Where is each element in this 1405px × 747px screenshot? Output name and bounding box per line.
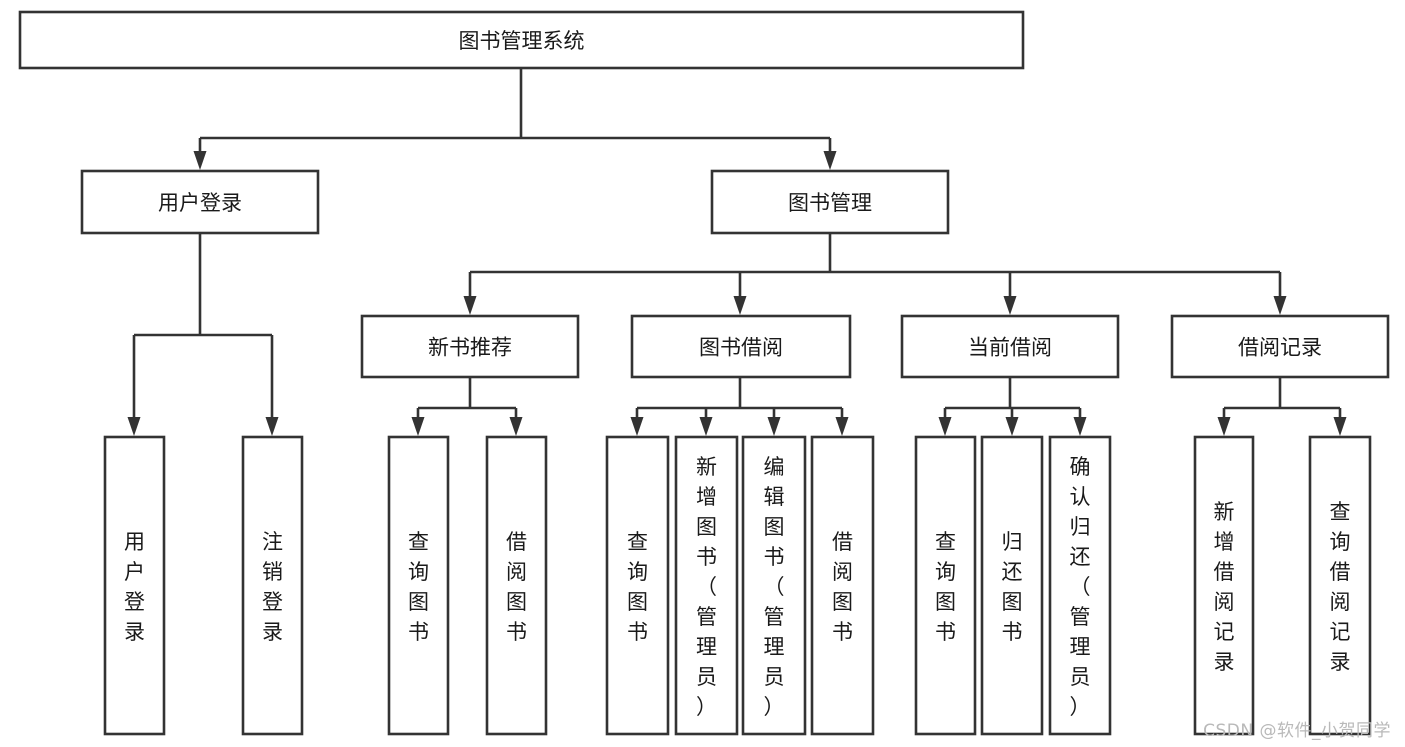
node-leaf-borrow-book-2[interactable]: 借阅图书 — [810, 435, 875, 736]
node-leaf-add-book[interactable]: 新增图书（管理员） — [674, 435, 739, 736]
arrow-head-icon — [193, 151, 207, 170]
node-box[interactable] — [485, 435, 548, 736]
node-box[interactable] — [674, 435, 739, 736]
node-label: 新书推荐 — [428, 336, 512, 360]
node-box[interactable] — [241, 435, 304, 736]
node-box[interactable] — [80, 169, 320, 235]
node-box[interactable] — [605, 435, 670, 736]
node-label: 借阅图书 — [832, 530, 853, 644]
node-label: 用户登录 — [124, 530, 145, 644]
node-box[interactable] — [387, 435, 450, 736]
arrow-head-icon — [1333, 417, 1347, 436]
node-label: 用户登录 — [158, 191, 242, 215]
node-leaf-logout-login[interactable]: 注销登录 — [241, 435, 304, 736]
node-box[interactable] — [914, 435, 977, 736]
node-leaf-query-book-1[interactable]: 查询图书 — [387, 435, 450, 736]
node-leaf-user-login[interactable]: 用户登录 — [103, 435, 166, 736]
node-leaf-borrow-book-1[interactable]: 借阅图书 — [485, 435, 548, 736]
arrow-head-icon — [509, 417, 523, 436]
connector-group-l1_user_login_to_leaves — [127, 233, 279, 436]
node-box[interactable] — [1048, 435, 1112, 736]
arrow-head-icon — [630, 417, 644, 436]
node-leaf-query-book-2[interactable]: 查询图书 — [605, 435, 670, 736]
arrow-head-icon — [1273, 296, 1287, 315]
node-label: 借阅图书 — [506, 530, 527, 644]
node-label: 确认归还（管理员） — [1070, 455, 1091, 719]
connectors-layer — [127, 68, 1347, 436]
node-book-manage[interactable]: 图书管理 — [710, 169, 950, 235]
csdn-watermark: CSDN @软件_小贺同学 — [1203, 721, 1391, 741]
node-leaf-add-record[interactable]: 新增借阅记录 — [1193, 435, 1255, 736]
node-box[interactable] — [810, 435, 875, 736]
node-label: 查询借阅记录 — [1330, 500, 1351, 674]
node-label: 编辑图书（管理员） — [764, 455, 785, 719]
arrow-head-icon — [699, 417, 713, 436]
arrow-head-icon — [411, 417, 425, 436]
node-box[interactable] — [1193, 435, 1255, 736]
node-label: 图书管理系统 — [459, 29, 585, 53]
node-box[interactable] — [1308, 435, 1372, 736]
node-box[interactable] — [103, 435, 166, 736]
arrow-head-icon — [265, 417, 279, 436]
arrow-head-icon — [938, 417, 952, 436]
node-label: 新增借阅记录 — [1214, 500, 1235, 674]
node-leaf-return-book[interactable]: 归还图书 — [980, 435, 1044, 736]
node-label: 当前借阅 — [968, 336, 1052, 360]
node-leaf-confirm-return[interactable]: 确认归还（管理员） — [1048, 435, 1112, 736]
node-label: 新增图书（管理员） — [696, 455, 717, 719]
node-box[interactable] — [18, 10, 1025, 70]
node-label: 查询图书 — [935, 530, 956, 644]
arrow-head-icon — [835, 417, 849, 436]
connector-group-l2_recommend_to_leaves — [411, 377, 523, 436]
nodes-layer: 图书管理系统用户登录图书管理新书推荐图书借阅当前借阅借阅记录用户登录注销登录查询… — [18, 10, 1390, 736]
node-box[interactable] — [900, 314, 1120, 379]
arrow-head-icon — [463, 296, 477, 315]
connector-group-root_to_l1 — [193, 68, 837, 170]
node-label: 注销登录 — [262, 530, 283, 644]
arrow-head-icon — [823, 151, 837, 170]
arrow-head-icon — [127, 417, 141, 436]
connector-group-l2_record_to_leaves — [1217, 377, 1347, 436]
connector-group-l2_current_to_leaves — [938, 377, 1087, 436]
arrow-head-icon — [1003, 296, 1017, 315]
node-label: 归还图书 — [1002, 530, 1023, 644]
node-box[interactable] — [741, 435, 807, 736]
node-box[interactable] — [710, 169, 950, 235]
node-leaf-query-record[interactable]: 查询借阅记录 — [1308, 435, 1372, 736]
connector-group-l1_book_manage_to_l2 — [463, 233, 1287, 315]
node-book-borrow[interactable]: 图书借阅 — [630, 314, 852, 379]
connector-group-l2_borrow_to_leaves — [630, 377, 849, 436]
node-current-borrow[interactable]: 当前借阅 — [900, 314, 1120, 379]
node-new-book-recommend[interactable]: 新书推荐 — [360, 314, 580, 379]
node-label: 图书借阅 — [699, 336, 783, 360]
node-user-login[interactable]: 用户登录 — [80, 169, 320, 235]
node-label: 查询图书 — [408, 530, 429, 644]
node-box[interactable] — [980, 435, 1044, 736]
node-label: 借阅记录 — [1238, 336, 1322, 360]
node-leaf-query-book-3[interactable]: 查询图书 — [914, 435, 977, 736]
node-root-book-management-system[interactable]: 图书管理系统 — [18, 10, 1025, 70]
arrow-head-icon — [733, 296, 747, 315]
node-box[interactable] — [630, 314, 852, 379]
node-box[interactable] — [360, 314, 580, 379]
arrow-head-icon — [1005, 417, 1019, 436]
node-leaf-edit-book[interactable]: 编辑图书（管理员） — [741, 435, 807, 736]
node-label: 图书管理 — [788, 191, 872, 215]
arrow-head-icon — [1073, 417, 1087, 436]
arrow-head-icon — [1217, 417, 1231, 436]
arrow-head-icon — [767, 417, 781, 436]
node-label: 查询图书 — [627, 530, 648, 644]
node-box[interactable] — [1170, 314, 1390, 379]
node-borrow-record[interactable]: 借阅记录 — [1170, 314, 1390, 379]
